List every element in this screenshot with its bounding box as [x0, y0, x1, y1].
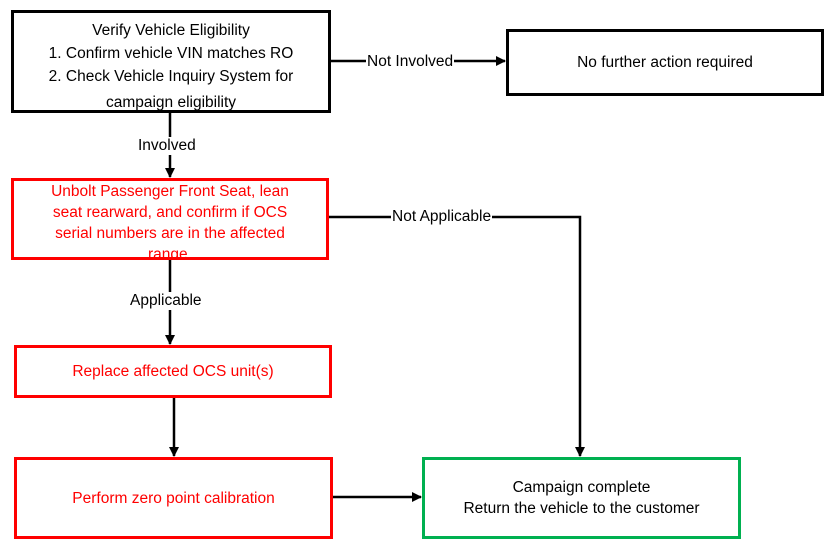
unbolt-line: Unbolt Passenger Front Seat, lean	[51, 183, 289, 200]
unbolt-line: serial numbers are in the affected	[55, 225, 285, 242]
no-further-action-box: No further action required	[506, 29, 824, 96]
verify-line: 2. Check Vehicle Inquiry System for	[48, 68, 294, 85]
verify-line: 1. Confirm vehicle VIN matches RO	[48, 45, 294, 62]
edge-label-not-applicable: Not Applicable	[391, 208, 493, 226]
no-further-action-text: No further action required	[577, 54, 753, 71]
edge-unbolt-to-complete	[329, 215, 585, 457]
edge-label-involved: Involved	[137, 137, 197, 155]
unbolt-line: range.	[148, 246, 192, 260]
verify-eligibility-box: Verify Vehicle Eligibility 1. Confirm ve…	[11, 10, 331, 113]
zero-point-calibration-text: Perform zero point calibration	[72, 489, 275, 507]
unbolt-line: seat rearward, and confirm if OCS	[52, 204, 288, 221]
replace-ocs-box: Replace affected OCS unit(s)	[14, 345, 332, 398]
edge-label-not-involved: Not Involved	[366, 53, 455, 71]
replace-ocs-text: Replace affected OCS unit(s)	[72, 363, 274, 380]
verify-line: campaign eligibility	[105, 94, 237, 111]
edge-label-applicable: Applicable	[129, 292, 203, 310]
zero-point-calibration-box: Perform zero point calibration	[14, 457, 333, 539]
campaign-complete-line: Campaign complete	[512, 479, 651, 496]
campaign-complete-line: Return the vehicle to the customer	[463, 500, 700, 517]
verify-line: Verify Vehicle Eligibility	[92, 22, 250, 39]
unbolt-seat-box: Unbolt Passenger Front Seat, lean seat r…	[11, 178, 329, 260]
campaign-complete-box: Campaign complete Return the vehicle to …	[422, 457, 741, 539]
